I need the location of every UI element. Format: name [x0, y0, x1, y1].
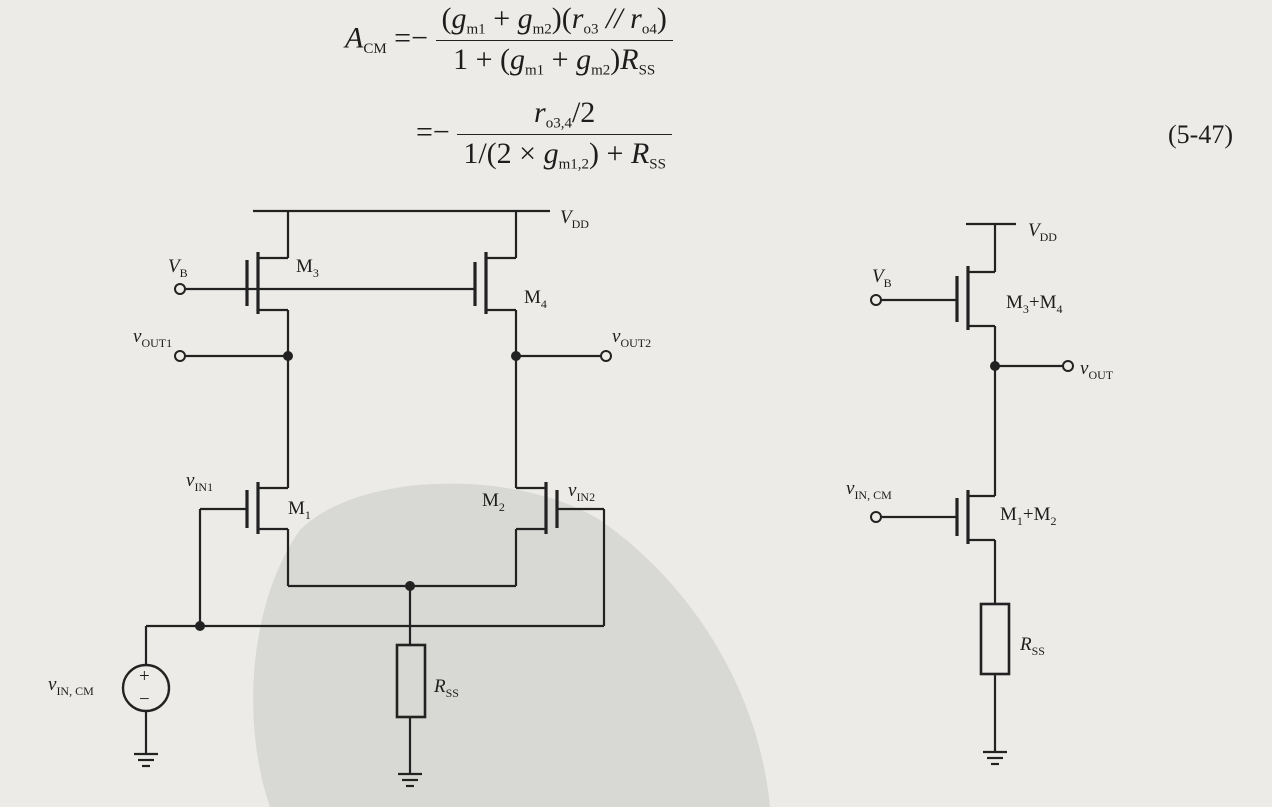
m1-label: M1: [288, 498, 311, 522]
equation-line-2: =− ro3,4/2 1/(2 × gm1,2) + RSS: [416, 96, 672, 174]
m34-label: M3+M4: [1006, 292, 1063, 316]
vin2-label: vIN2: [568, 480, 595, 504]
rss-resistor-right: [979, 602, 1011, 676]
right-circuit: VDD VB M3+M4 vOUT vIN, CM M1+M2 RSS: [846, 220, 1114, 766]
eq-line1-numerator: (gm1 + gm2)(ro3 // ro4): [435, 2, 673, 42]
eq-line2-numerator: ro3,4/2: [457, 96, 672, 136]
vout-label: vOUT: [1080, 358, 1114, 382]
vout-terminal: [1062, 360, 1074, 372]
vb-label-left: VB: [168, 256, 188, 280]
eq-line2-prefix: =−: [416, 115, 450, 149]
m3-label: M3: [296, 256, 319, 280]
vdd-label-left: VDD: [560, 207, 589, 231]
vin1-label: vIN1: [186, 470, 213, 494]
vin-cm-terminal-right: [870, 511, 882, 523]
eq-lhs-sub: CM: [363, 40, 387, 57]
eq-line2-fraction: ro3,4/2 1/(2 × gm1,2) + RSS: [457, 96, 672, 174]
vout2-label: vOUT2: [612, 326, 651, 350]
m2-label: M2: [482, 490, 505, 514]
vb-terminal-right: [870, 294, 882, 306]
eq-line2-denominator: 1/(2 × gm1,2) + RSS: [463, 137, 666, 173]
eq-line1-prefix: =−: [394, 21, 429, 55]
eq-line1-fraction: (gm1 + gm2)(ro3 // ro4) 1 + (gm1 + gm2)R…: [435, 2, 673, 80]
vb-label-right: VB: [872, 266, 892, 290]
vin-cm-label-right: vIN, CM: [846, 478, 892, 502]
m4-label: M4: [524, 287, 547, 311]
ground-icon: [983, 750, 1007, 766]
eq-line1-denominator: 1 + (gm1 + gm2)RSS: [453, 43, 656, 79]
ground-icon: [134, 752, 158, 768]
m12-label: M1+M2: [1000, 504, 1057, 528]
vout1-label: vOUT1: [133, 326, 172, 350]
vdd-label-right: VDD: [1028, 220, 1057, 244]
vout2-terminal: [600, 350, 612, 362]
vb-terminal: [174, 283, 186, 295]
rss-label-right: RSS: [1019, 634, 1045, 658]
vout1-terminal: [174, 350, 186, 362]
watermark-stamp: [253, 483, 770, 807]
equation-line-1: ACM =− (gm1 + gm2)(ro3 // ro4) 1 + (gm1 …: [345, 2, 673, 80]
source-plus-sign: +: [139, 666, 150, 687]
ground-icon: [398, 772, 422, 788]
eq-lhs-symbol: A: [345, 21, 364, 55]
source-minus-sign: −: [139, 689, 150, 710]
rss-label-left: RSS: [433, 676, 459, 700]
equation-number: (5-47): [1168, 120, 1233, 149]
vin-cm-label-left: vIN, CM: [48, 674, 94, 698]
left-circuit: + − VDD VB M3 M4 vOUT1 vOUT2 vIN1 vIN2 M…: [48, 207, 651, 788]
